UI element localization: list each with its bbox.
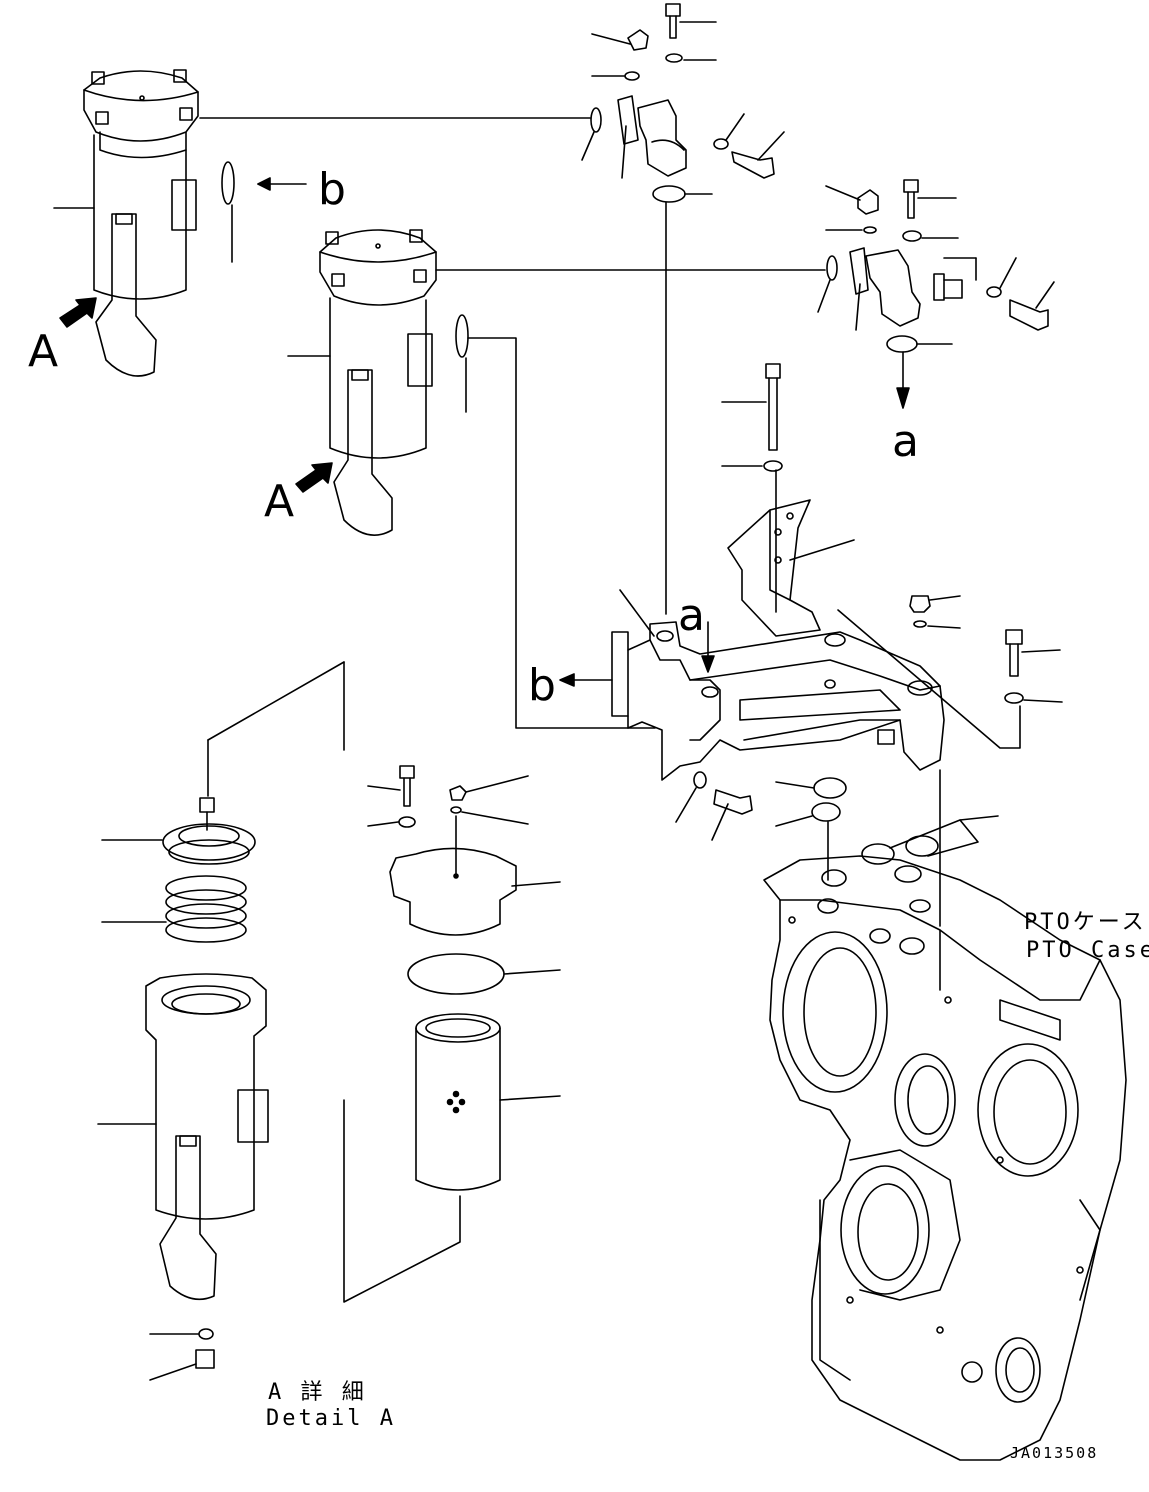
elbow-assembly-top	[581, 3, 785, 615]
view-a-label-left: A	[28, 326, 59, 377]
detail-a-exploded	[97, 661, 561, 1381]
manifold-plugs	[837, 595, 1063, 749]
manifold-bolts-bottom	[675, 769, 999, 927]
filter-assembly-left	[83, 69, 199, 377]
arrow-b-label-manifold: b	[528, 660, 556, 711]
pto-case	[763, 855, 1127, 1461]
view-a-label-center: A	[264, 476, 295, 527]
o-ring-left	[221, 161, 235, 205]
view-arrow-left	[59, 297, 97, 328]
manifold	[559, 589, 945, 781]
pto-case-label-jp: PTOケース	[1024, 910, 1147, 935]
o-ring-center	[455, 314, 469, 358]
view-arrow-center	[295, 462, 333, 493]
detail-a-label-en: Detail A	[266, 1406, 396, 1431]
arrow-a-label-manifold: a	[678, 590, 705, 641]
detail-a-label-jp: A 詳 細	[268, 1380, 367, 1405]
arrow-b-label-top: b	[318, 164, 346, 215]
filter-assembly-center	[319, 229, 437, 536]
pto-case-label-en: PTO Case	[1026, 938, 1149, 963]
elbow-assembly-right	[817, 179, 1055, 409]
arrow-a-label-elbow: a	[892, 416, 919, 467]
bracket-and-bolt	[721, 363, 855, 637]
drawing-number: JA013508	[1010, 1444, 1099, 1462]
